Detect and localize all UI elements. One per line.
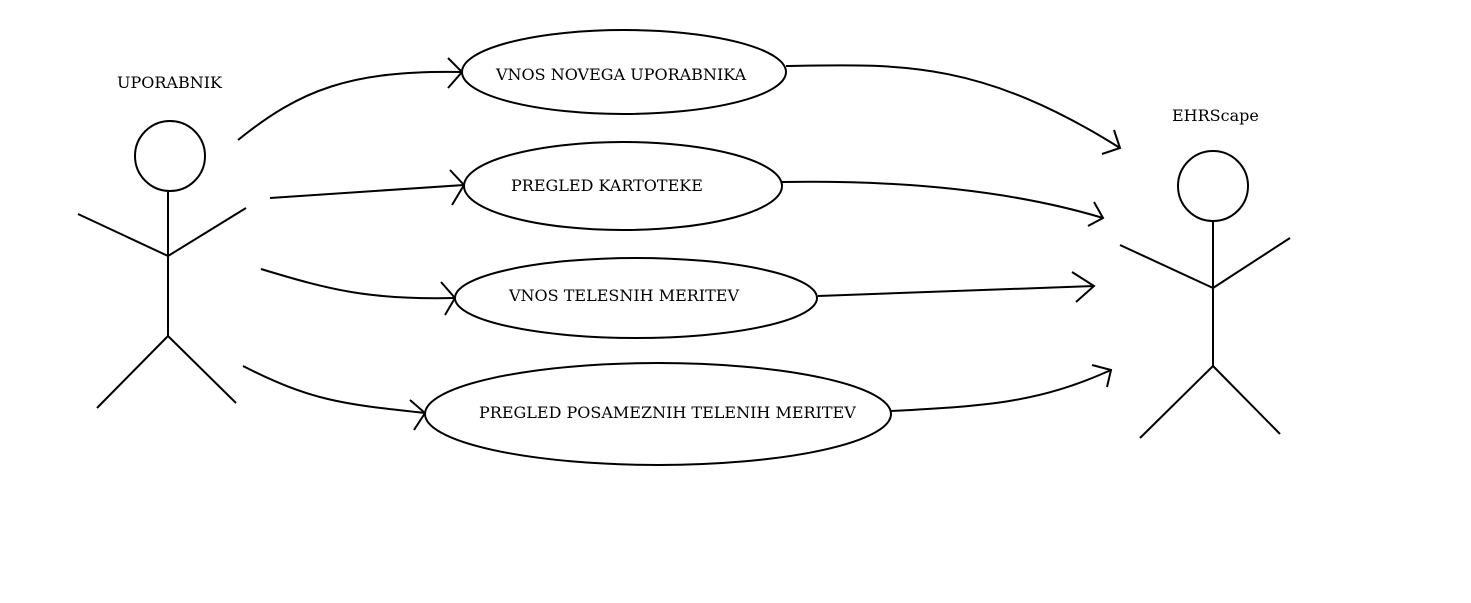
actor-system: EHRScape: [1119, 106, 1291, 439]
arrow-new-user-to-system: [785, 64, 1121, 149]
actor-user: UPORABNIK: [77, 73, 247, 409]
use-case-records: PREGLED KARTOTEKE: [269, 141, 1105, 231]
use-case-label: VNOS NOVEGA UPORABNIKA: [495, 65, 747, 84]
use-case-ellipse: [463, 141, 783, 231]
arrowhead-system-1: [1101, 129, 1122, 155]
system-stick-figure-icon: [1119, 150, 1291, 439]
arrow-user-to-records: [269, 184, 465, 199]
arrow-records-to-system: [781, 180, 1104, 219]
arrow-user-to-new-user: [237, 70, 463, 141]
arrow-individual-to-system: [890, 369, 1112, 412]
arrow-measurements-to-system: [817, 285, 1095, 297]
actor-user-label: UPORABNIK: [117, 73, 223, 92]
arrowhead-system-2: [1087, 201, 1105, 227]
use-case-new-user: VNOS NOVEGA UPORABNIKA: [237, 29, 1122, 155]
arrowhead-system-3: [1071, 271, 1096, 303]
use-case-label: PREGLED POSAMEZNIH TELENIH MERITEV: [479, 403, 856, 422]
actor-system-label: EHRScape: [1172, 106, 1259, 125]
user-stick-figure-icon: [77, 120, 247, 409]
use-case-ellipse: [454, 257, 818, 339]
arrowhead-system-4: [1091, 364, 1113, 388]
use-case-individual-measurements: PREGLED POSAMEZNIH TELENIH MERITEV: [242, 362, 1113, 466]
use-case-ellipse: [424, 362, 892, 466]
arrow-user-to-individual: [242, 365, 426, 414]
use-case-label: VNOS TELESNIH MERITEV: [508, 286, 739, 305]
arrowhead-new-user: [447, 57, 464, 89]
use-case-label: PREGLED KARTOTEKE: [511, 176, 703, 195]
arrowhead-records: [449, 169, 466, 206]
use-case-body-measurements: VNOS TELESNIH MERITEV: [260, 257, 1096, 339]
use-case-ellipse: [461, 29, 787, 115]
arrowhead-individual: [409, 399, 427, 431]
arrow-user-to-measurements: [260, 268, 456, 300]
